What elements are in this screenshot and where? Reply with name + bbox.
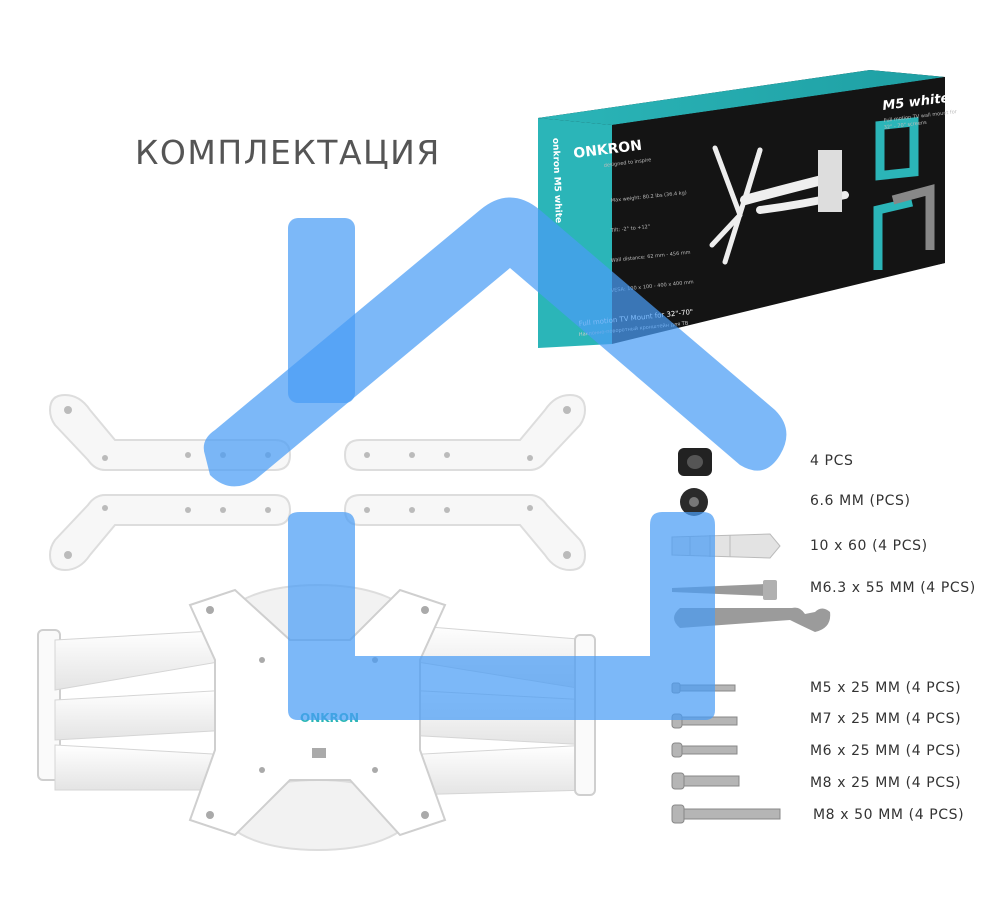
box-subtitle-screens: 32" - 70" screens [884,120,928,131]
part-label-m5-screw: M5 x 25 MM (4 PCS) [810,680,962,696]
washer-part [680,488,708,516]
page-heading: КОМПЛЕКТАЦИЯ [135,133,441,172]
part-label-m8-screw: M8 x 25 MM (4 PCS) [810,775,962,791]
part-label-anchor: 10 x 60 (4 PCS) [810,538,928,554]
spacer-part [678,448,712,476]
house-overlay-icon [203,197,787,720]
part-label-lag-screw: M6.3 x 55 MM (4 PCS) [810,580,976,596]
part-label-washer: 6.6 MM (PCS) [810,493,911,509]
box-tagline: designed to inspire [604,157,652,169]
box-side-text: onkron M5 white [550,138,563,224]
box-spec-tilt: Tilt: -2° to +12° [610,224,652,234]
part-label-m7-screw: M7 x 25 MM (4 PCS) [810,711,962,727]
part-label-m6-screw: M6 x 25 MM (4 PCS) [810,743,962,759]
part-label-m8-long-screw: M8 x 50 MM (4 PCS) [813,807,965,823]
part-label-spacer: 4 PCS [810,453,854,469]
